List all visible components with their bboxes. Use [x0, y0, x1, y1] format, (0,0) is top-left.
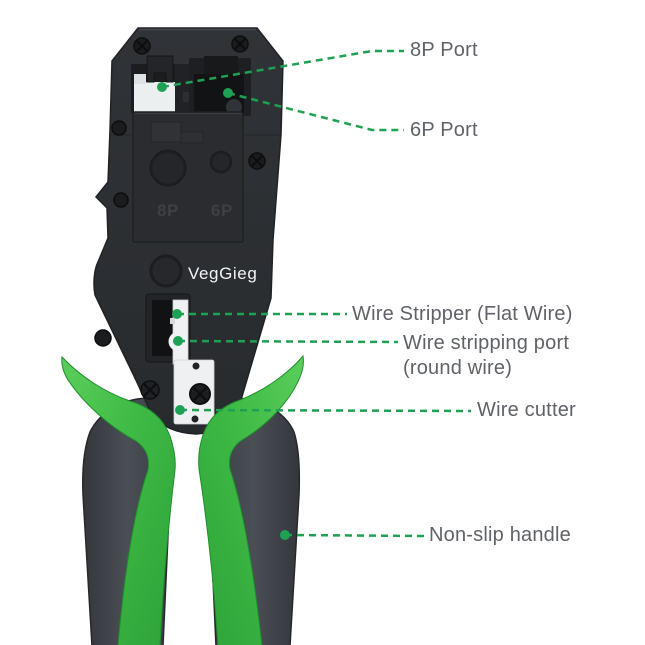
dot-8p-port [157, 82, 167, 92]
leader-line-non-slip-handle [284, 533, 425, 538]
dot-wire-stripper-flat [172, 309, 182, 319]
marking-6p: 6P [211, 201, 233, 220]
port-6p [189, 56, 251, 116]
dot-6p-port [223, 88, 233, 98]
die-panel: 8P 6P [132, 111, 244, 243]
wire-stripper-blade [145, 293, 191, 365]
port-divider-notch [183, 92, 189, 102]
green-grip-right [198, 354, 304, 645]
label-wire-stripping-port-line2: (round wire) [403, 357, 513, 379]
leader-line-8p-port [161, 49, 404, 89]
dot-non-slip-handle [280, 530, 290, 540]
pivot-knob [149, 254, 183, 288]
label-wire-cutter: Wire cutter [477, 399, 576, 421]
brand-logo: VegGieg [188, 264, 257, 283]
leader-line-wire-cutter [179, 408, 472, 413]
label-6p-port: 6P Port [410, 119, 478, 141]
leader-line-wire-stripping-port [177, 339, 399, 344]
screw-icon [133, 35, 249, 55]
green-grip-left [61, 355, 176, 645]
die-knob-small [209, 150, 233, 174]
label-wire-stripping-port: Wire stripping port (round wire) [403, 331, 569, 381]
dot-wire-cutter [175, 405, 185, 415]
leader-line-6p-port [227, 91, 404, 132]
label-non-slip-handle: Non-slip handle [429, 524, 571, 546]
label-wire-stripping-port-line1: Wire stripping port [403, 332, 570, 354]
label-wire-stripper-flat: Wire Stripper (Flat Wire) [352, 303, 573, 325]
die-knob-large [149, 149, 187, 187]
screw-icon [94, 120, 266, 400]
label-8p-port: 8P Port [410, 39, 478, 61]
dot-wire-stripping-port [173, 336, 183, 346]
marking-8p: 8P [157, 201, 179, 220]
port-divider [175, 64, 189, 114]
